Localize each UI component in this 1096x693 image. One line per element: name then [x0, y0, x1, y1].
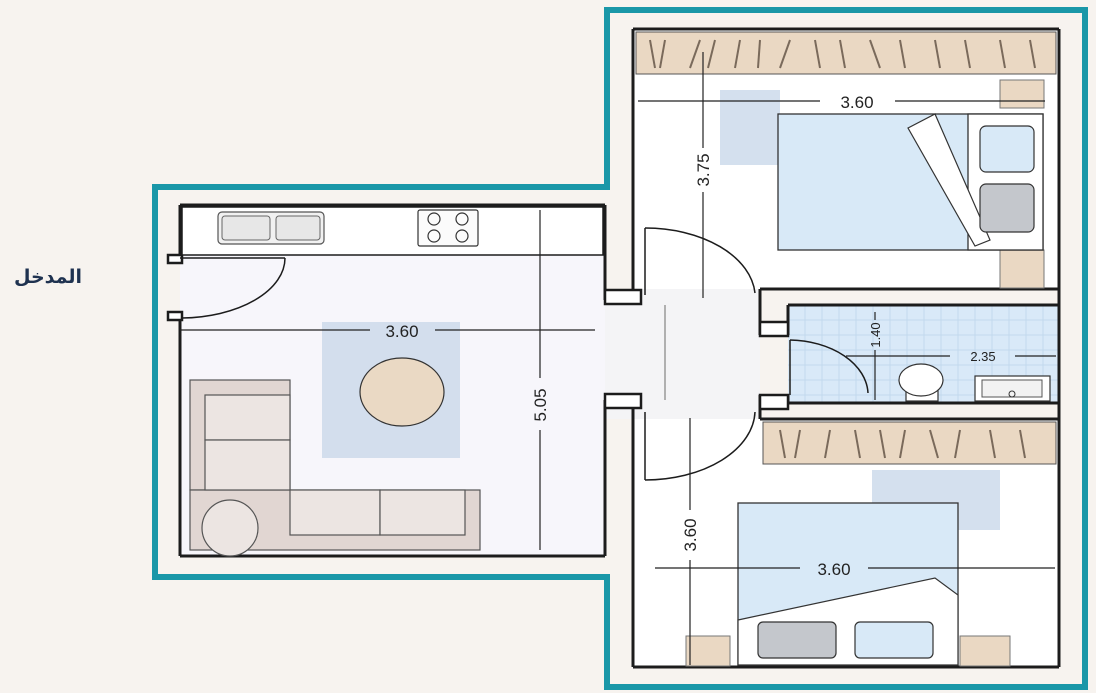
bedroom1-rug [720, 90, 780, 165]
bathroom-door [789, 339, 869, 395]
bedroom2-nightstand-2 [959, 635, 1011, 667]
entrance-door [180, 257, 286, 319]
bedroom2-bed [737, 502, 959, 666]
kitchen-counter [181, 206, 604, 256]
living-length-label: 5.05 [531, 388, 550, 421]
bedroom2-door [644, 411, 756, 481]
bedroom1-nightstand-2 [999, 249, 1045, 289]
bedroom2-wardrobe [762, 421, 1057, 465]
bathroom-length-label: 2.35 [970, 349, 995, 364]
stove [417, 209, 479, 247]
bedroom2-nightstand [685, 635, 731, 667]
bathroom-sink [974, 375, 1051, 402]
bedroom2-length-label: 3.60 [681, 518, 700, 551]
bathroom-width-label: 1.40 [868, 322, 883, 347]
walls [178, 27, 1061, 669]
coffee-table [359, 357, 445, 427]
bedroom1-length-label: 3.75 [694, 153, 713, 186]
bedroom1-width-label: 3.60 [840, 93, 873, 112]
bedroom1-bed [777, 113, 1044, 251]
entrance-label: المدخل [14, 266, 83, 288]
apartment-outline [152, 7, 1088, 690]
living-width-label: 3.60 [385, 322, 418, 341]
bedroom1-nightstand [999, 79, 1045, 109]
door-jambs [166, 253, 790, 411]
dimension-lines [180, 52, 1056, 665]
bedroom1-door [644, 227, 756, 295]
bedroom2-width-label: 3.60 [817, 560, 850, 579]
doors [180, 227, 869, 481]
corner-sofa [189, 379, 481, 557]
toilet [898, 363, 944, 402]
bedroom1-wardrobe [635, 31, 1057, 75]
